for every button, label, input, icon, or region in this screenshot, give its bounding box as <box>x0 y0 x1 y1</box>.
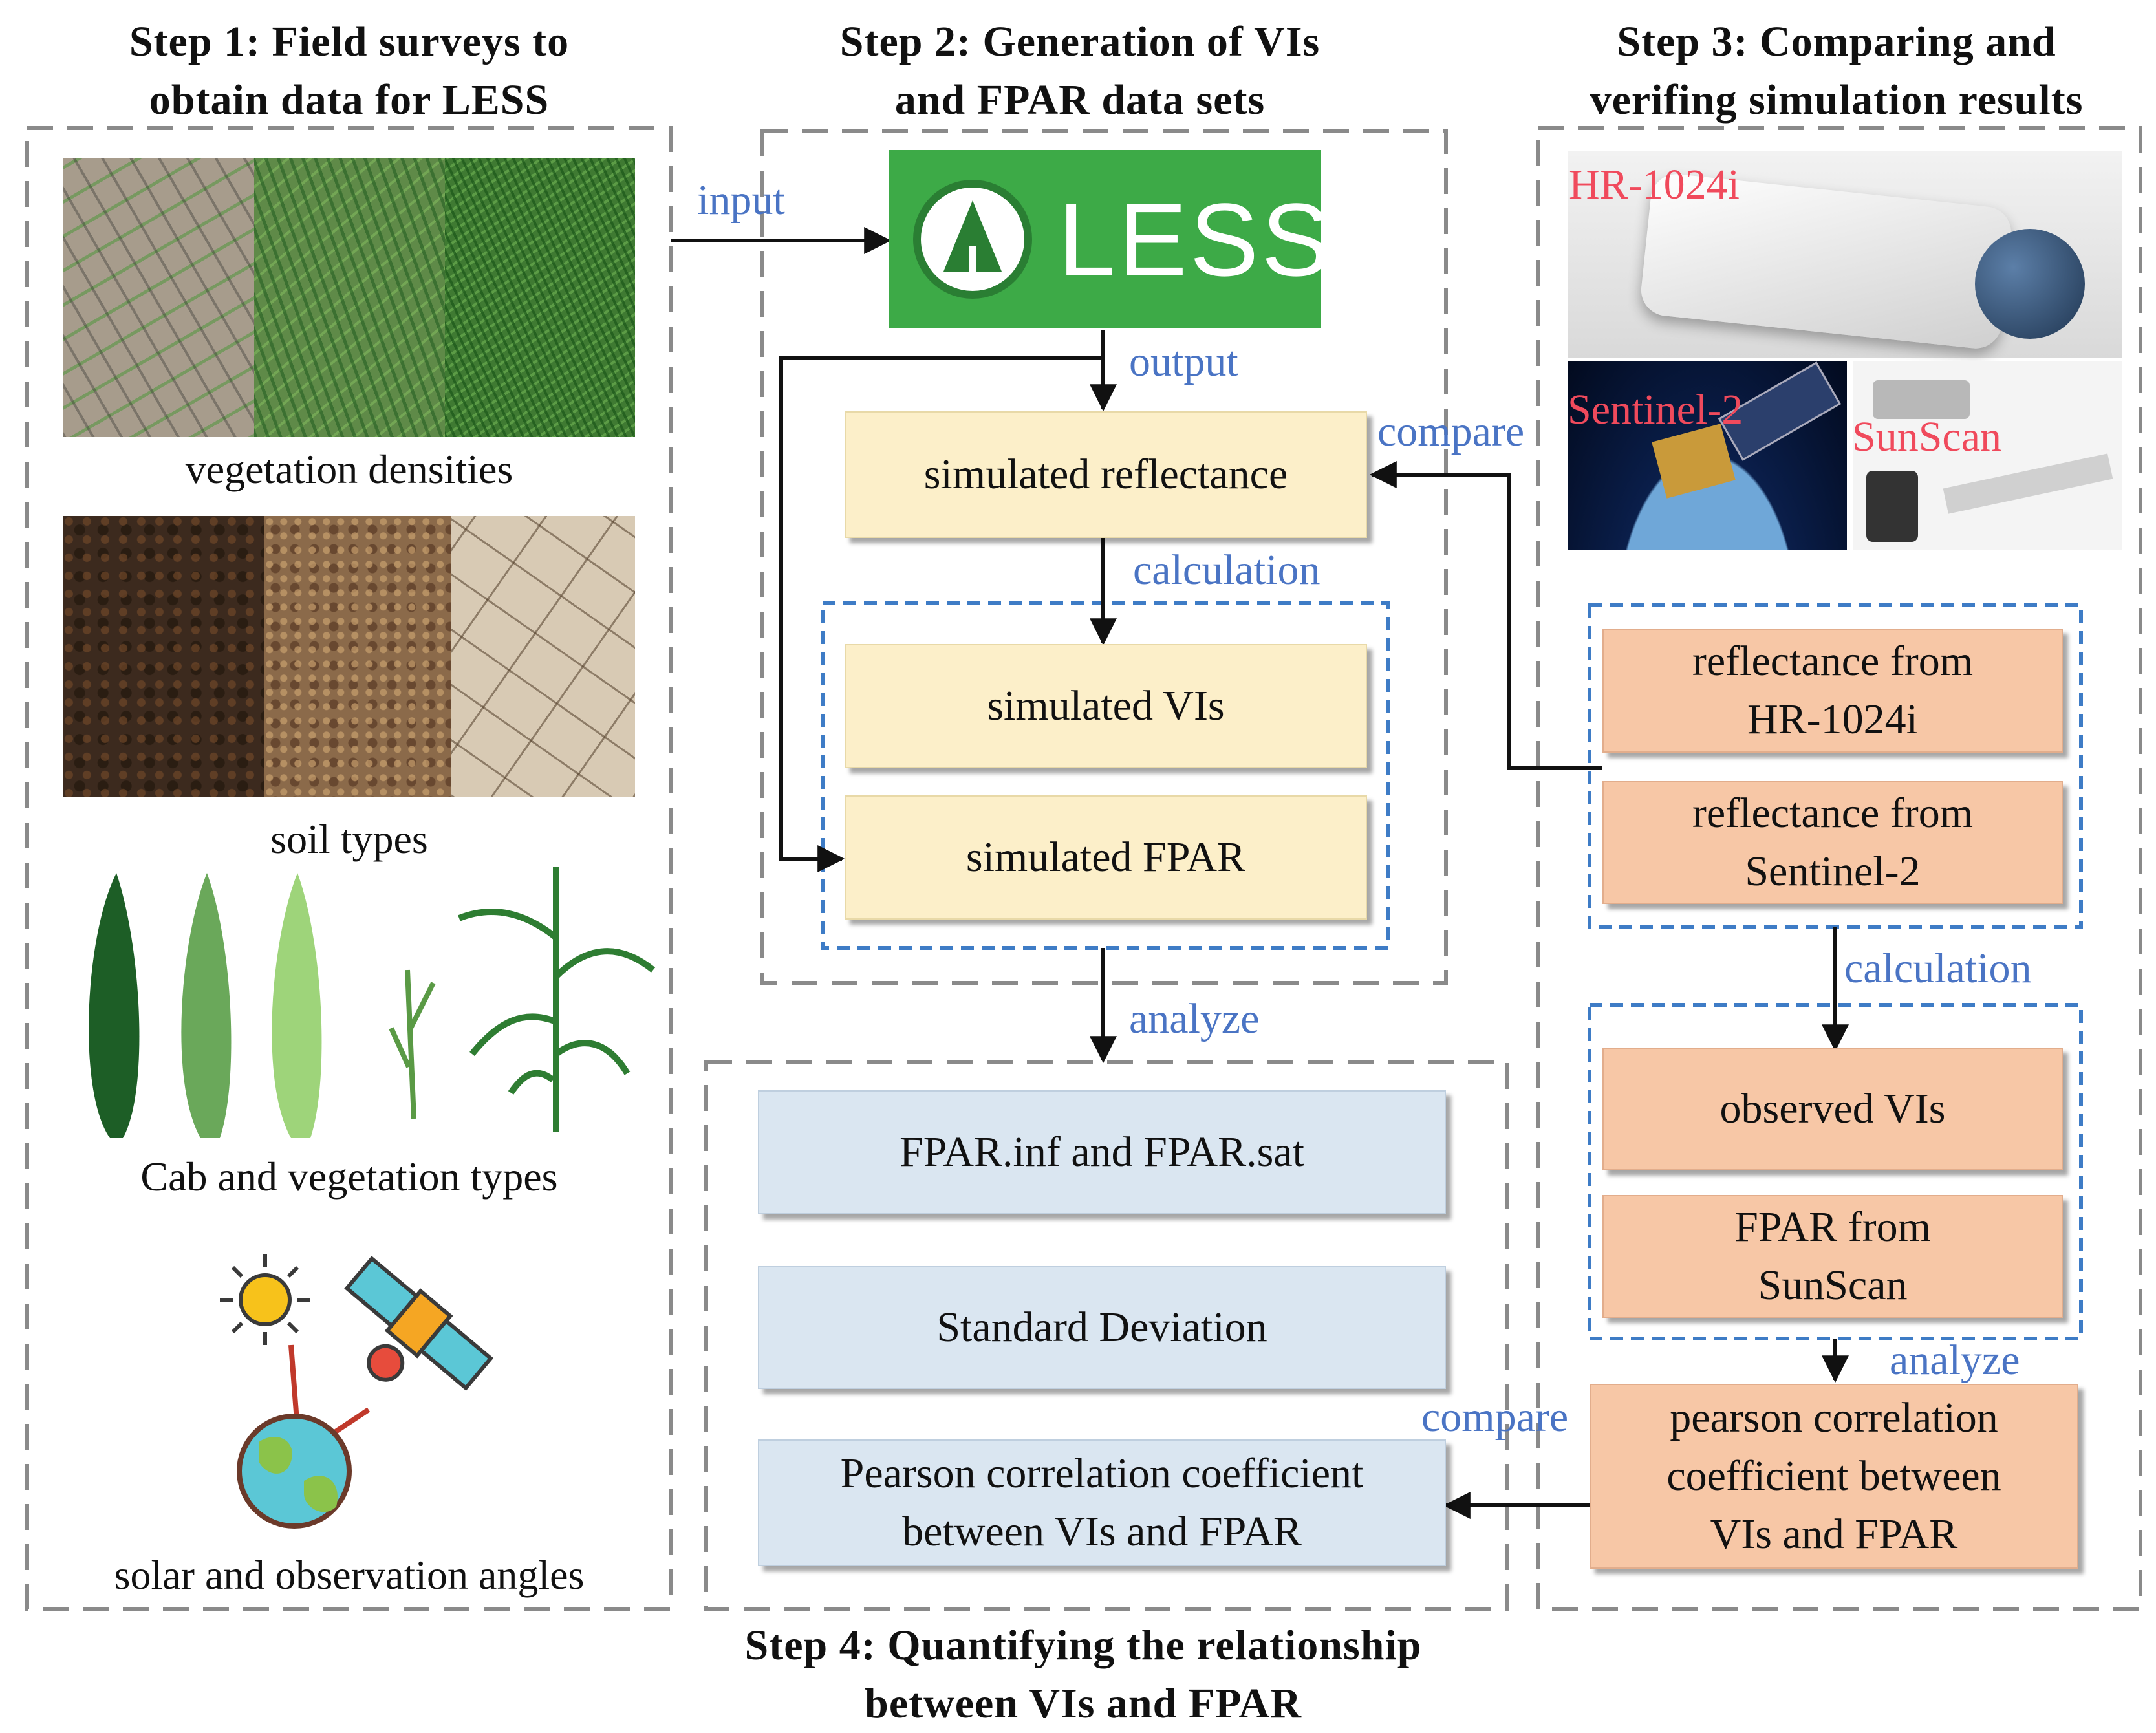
calculation-step3-label: calculation <box>1844 945 2032 992</box>
standard-deviation-box: Standard Deviation <box>758 1266 1446 1389</box>
compare-top-label: compare <box>1377 408 1525 455</box>
sunscan-label: SunScan <box>1852 413 2001 460</box>
thin-plant-icon <box>389 969 436 1119</box>
sunscan-photo <box>1853 361 2122 550</box>
satellite-icon <box>344 1256 494 1391</box>
reflectance-hr-1024i-box: reflectance from HR-1024i <box>1602 629 2063 753</box>
light-leaf-icon <box>272 873 322 1138</box>
simulated-fpar-box: simulated FPAR <box>845 795 1367 920</box>
soil-types-caption: soil types <box>270 816 428 862</box>
angles-image <box>220 1254 494 1529</box>
sun-icon <box>220 1254 310 1345</box>
pearson-observed-box: pearson correlation coefficient between … <box>1590 1384 2078 1569</box>
step4-heading: Step 4: Quantifying the relationship bet… <box>744 1622 1422 1727</box>
vegetation-densities-caption: vegetation densities <box>185 446 513 492</box>
leaves-and-plants-image <box>89 866 656 1138</box>
sentinel-2-label: Sentinel-2 <box>1568 386 1743 433</box>
step4-frame <box>704 1060 1509 1611</box>
sunscan-handheld-shape <box>1866 471 1918 542</box>
earth-icon <box>237 1414 352 1529</box>
compare-arrow-top <box>1369 461 1602 770</box>
vegetation-densities-image <box>63 158 635 437</box>
soil-types-image <box>63 516 635 797</box>
less-logo: LESS <box>889 150 1330 328</box>
observed-vis-box: observed VIs <box>1602 1048 2063 1170</box>
pearson-simulated-box: Pearson correlation coefficient between … <box>758 1439 1446 1566</box>
step1-heading: Step 1: Field surveys to obtain data for… <box>129 18 570 124</box>
loop-to-fpar-arrow <box>779 356 1103 872</box>
less-logo-text: LESS <box>1058 182 1333 297</box>
sunscan-probe-shape <box>1873 380 1970 419</box>
step1-frame <box>25 126 673 1611</box>
hr-1024i-photo <box>1568 151 2122 358</box>
reflectance-sentinel-2-box: reflectance from Sentinel-2 <box>1602 781 2063 904</box>
solar-observation-angles-caption: solar and observation angles <box>114 1552 585 1598</box>
fpar-inf-sat-box: FPAR.inf and FPAR.sat <box>758 1090 1446 1214</box>
analyze-step2-label: analyze <box>1129 995 1260 1042</box>
compare-bottom-label: compare <box>1421 1394 1569 1441</box>
output-label: output <box>1129 338 1238 385</box>
tree-icon <box>913 180 1032 299</box>
step3-heading: Step 3: Comparing and verifing simulatio… <box>1590 18 2084 124</box>
calculation-step2-label: calculation <box>1133 546 1321 594</box>
simulated-vis-box: simulated VIs <box>845 644 1367 768</box>
input-label: input <box>697 177 785 224</box>
analyze-step3-label: analyze <box>1890 1337 2020 1384</box>
tall-plant-icon <box>458 866 656 1132</box>
cab-vegetation-types-caption: Cab and vegetation types <box>140 1154 558 1200</box>
sentinel-2-photo <box>1568 361 1847 550</box>
dark-leaf-icon <box>89 873 140 1138</box>
sensor-sphere-shape <box>1975 229 2085 339</box>
fpar-sunscan-box: FPAR from SunScan <box>1602 1195 2063 1318</box>
step2-heading: Step 2: Generation of VIs and FPAR data … <box>839 18 1321 124</box>
simulated-reflectance-box: simulated reflectance <box>845 411 1367 538</box>
step2-frame <box>760 129 1448 985</box>
hr-1024i-label: HR-1024i <box>1569 161 1740 208</box>
step3-frame <box>1536 126 2142 1611</box>
medium-leaf-icon <box>181 873 232 1138</box>
